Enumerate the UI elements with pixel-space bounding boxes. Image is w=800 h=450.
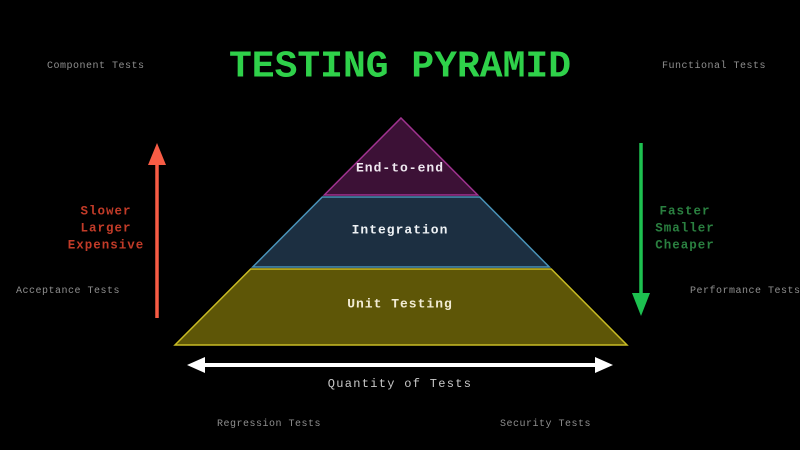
quantity-of-tests-label: Quantity of Tests <box>327 377 473 391</box>
left-scale-line-expensive: Expensive <box>67 238 145 253</box>
label-component-tests: Component Tests <box>47 61 145 72</box>
up-arrow-icon <box>148 143 166 318</box>
label-functional-tests: Functional Tests <box>662 61 767 72</box>
right-scale-line-cheaper: Cheaper <box>655 238 715 253</box>
down-arrow-icon <box>632 143 650 316</box>
label-acceptance-tests: Acceptance Tests <box>16 286 121 297</box>
pyramid-layer-end-to-end <box>322 116 480 196</box>
layer-label-unit-testing: Unit Testing <box>347 296 453 312</box>
pyramid-layer-integration <box>250 196 552 268</box>
double-headed-arrow-icon <box>187 357 613 373</box>
right-scale-line-faster: Faster <box>659 204 711 219</box>
label-performance-tests: Performance Tests <box>690 286 800 297</box>
label-security-tests: Security Tests <box>500 419 592 430</box>
pyramid-layer-unit-testing <box>173 268 629 346</box>
layer-label-integration: Integration <box>351 222 449 238</box>
left-scale-labels: Slower Larger Expensive <box>68 204 145 255</box>
left-scale-line-slower: Slower <box>80 204 132 219</box>
page-title: TESTING PYRAMID <box>228 45 572 89</box>
right-scale-labels: Faster Smaller Cheaper <box>655 204 715 255</box>
label-regression-tests: Regression Tests <box>217 419 322 430</box>
layer-label-end-to-end: End-to-end <box>355 160 445 176</box>
left-scale-line-larger: Larger <box>80 221 132 236</box>
right-scale-line-smaller: Smaller <box>655 221 715 236</box>
